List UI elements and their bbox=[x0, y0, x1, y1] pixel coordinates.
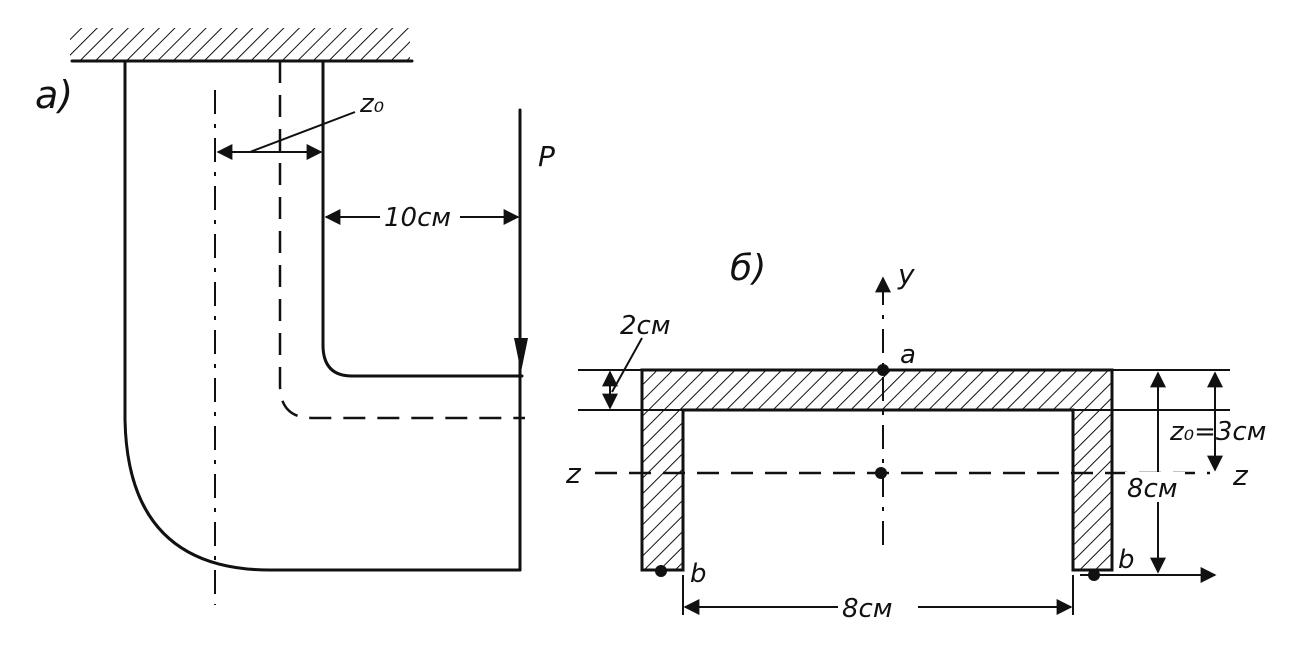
z0-leader bbox=[249, 111, 356, 153]
centroid-point bbox=[875, 467, 887, 479]
bar-inner-contour bbox=[321, 59, 524, 378]
z0-label: z₀ bbox=[359, 89, 385, 119]
point-a bbox=[877, 364, 889, 376]
panel-b: б) y a z z b b 2см z₀=3см 8см 8см bbox=[565, 248, 1266, 624]
panel-b-label: б) bbox=[730, 248, 766, 289]
dim-10cm-label: 10см bbox=[384, 203, 451, 233]
height-label: 8см bbox=[1127, 474, 1177, 504]
z0-dim-label: z₀=3см bbox=[1169, 417, 1266, 447]
y-axis-label: y bbox=[897, 258, 915, 291]
thickness-label: 2см bbox=[620, 311, 670, 341]
panel-a-label: a) bbox=[35, 73, 73, 117]
ceiling-hatch bbox=[70, 28, 410, 60]
centroid-line bbox=[278, 61, 525, 420]
point-b-right-label: b bbox=[1118, 545, 1135, 575]
point-b-right bbox=[1088, 569, 1100, 581]
force-label: P bbox=[538, 140, 555, 173]
dim-2cm-leader bbox=[611, 337, 643, 393]
z-axis-right-label: z bbox=[1232, 459, 1249, 492]
force-arrow-head bbox=[514, 338, 528, 372]
point-b-left-label: b bbox=[690, 559, 707, 589]
panel-a: a) z₀ P 10см bbox=[35, 28, 555, 605]
width-label: 8см bbox=[842, 594, 892, 624]
point-b-left bbox=[655, 565, 667, 577]
point-a-label: a bbox=[900, 340, 916, 370]
z-axis-left-label: z bbox=[565, 457, 582, 490]
bar-outer-contour bbox=[123, 59, 522, 572]
